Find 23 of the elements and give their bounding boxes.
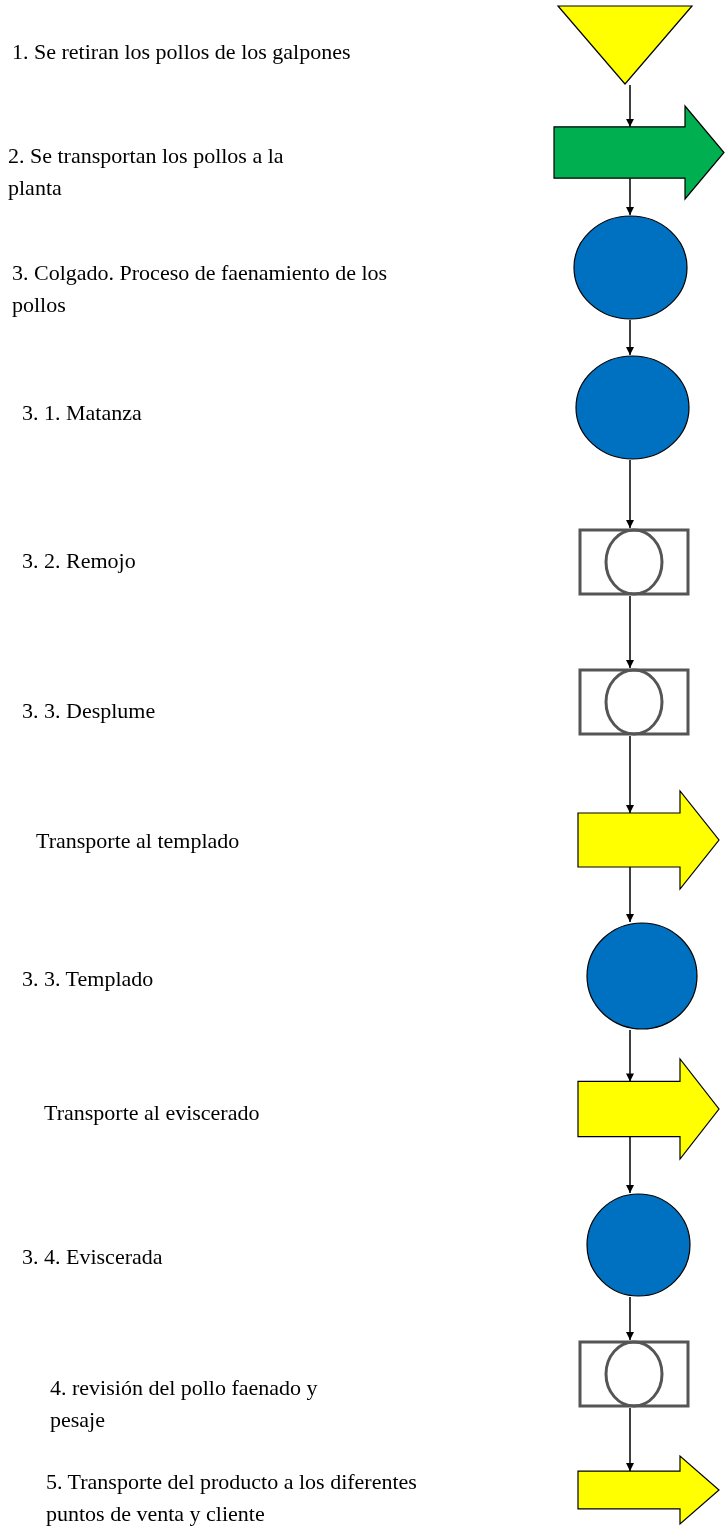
- flow-arrow: [626, 177, 634, 216]
- flow-arrow: [626, 84, 634, 128]
- step-label: 3. 3. Desplume: [22, 697, 157, 725]
- step-label: 3. 3. Templado: [22, 965, 155, 993]
- step-label: Transporte al eviscerado: [44, 1099, 261, 1127]
- step-label: Transporte al templado: [36, 827, 241, 855]
- flow-arrow: [626, 735, 634, 814]
- step-label: 4. revisión del pollo faenado y pesaje: [50, 1374, 319, 1434]
- flow-arrow: [626, 459, 634, 529]
- flow-arrow: [626, 595, 634, 669]
- flow-arrow: [626, 1296, 634, 1341]
- flow-arrow: [626, 1029, 634, 1083]
- step-label: 3. Colgado. Proceso de faenamiento de los pollos: [12, 259, 389, 319]
- flow-arrow: [626, 319, 634, 356]
- flow-arrow: [626, 1407, 634, 1472]
- step-label: 2. Se transportan los pollos a la planta: [8, 142, 285, 202]
- step-label: 3. 1. Matanza: [22, 399, 143, 427]
- step-label: 3. 4. Eviscerada: [22, 1243, 164, 1271]
- step-label: 5. Transporte del producto a los diferentes puntos de venta y cliente: [46, 1468, 418, 1528]
- step-label: 1. Se retiran los pollos de los galpones: [12, 38, 352, 66]
- flow-arrow: [626, 1135, 634, 1194]
- step-label: 3. 2. Remojo: [22, 547, 137, 575]
- flow-arrow: [626, 866, 634, 923]
